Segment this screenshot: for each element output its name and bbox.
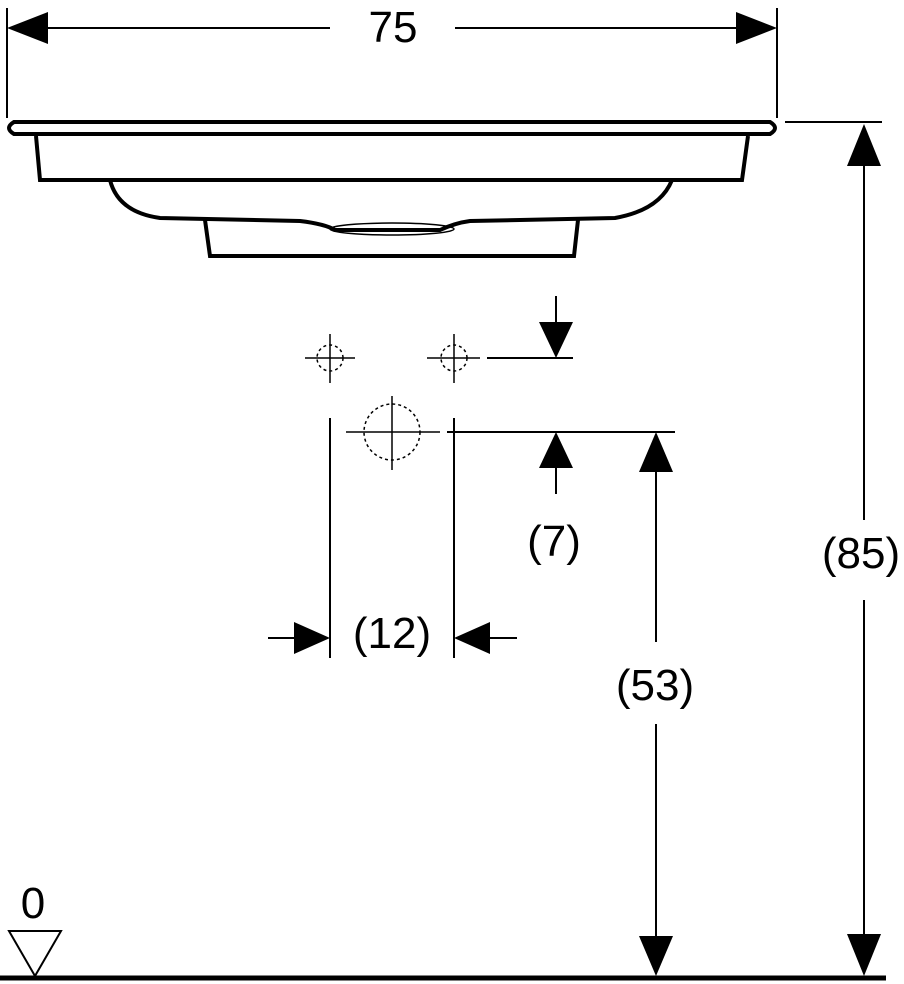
floor-level-label: 0: [21, 879, 45, 928]
basin-upper-body: [34, 135, 750, 182]
tap-connection-left: [305, 334, 355, 383]
total-height-label: (85): [822, 529, 900, 578]
width-label: 75: [369, 3, 418, 52]
offset-arrow-bottom: [539, 432, 573, 468]
offset-arrow-top: [539, 322, 573, 358]
offset-dimension: (7): [487, 296, 581, 566]
basin-profile: [7, 120, 777, 258]
drain-height-arrow-top: [639, 432, 673, 472]
spacing-dimension: (12): [268, 418, 517, 658]
floor-level-triangle: [7, 930, 63, 978]
width-arrow-left: [7, 12, 48, 44]
drain-height-dimension: (53): [447, 431, 694, 976]
basin-waste-housing: [203, 219, 580, 258]
floor-reference: 0: [0, 879, 886, 981]
drain-height-label: (53): [616, 661, 694, 710]
basin-rim: [7, 120, 777, 136]
spacing-arrow-right: [454, 622, 490, 654]
basin-bowl: [108, 179, 674, 232]
drain-height-arrow-bottom: [639, 936, 673, 976]
offset-label: (7): [527, 517, 581, 566]
basin-drain-outlet: [329, 222, 455, 236]
spacing-label: (12): [353, 609, 431, 658]
total-height-arrow-top: [847, 124, 881, 166]
width-dimension: 75: [6, 3, 778, 118]
width-arrow-right: [736, 12, 777, 44]
spacing-arrow-left: [294, 622, 330, 654]
drain-connection: [346, 396, 440, 470]
total-height-dimension: (85): [785, 121, 900, 976]
tap-connection-right: [427, 334, 480, 383]
total-height-arrow-bottom: [847, 934, 881, 976]
